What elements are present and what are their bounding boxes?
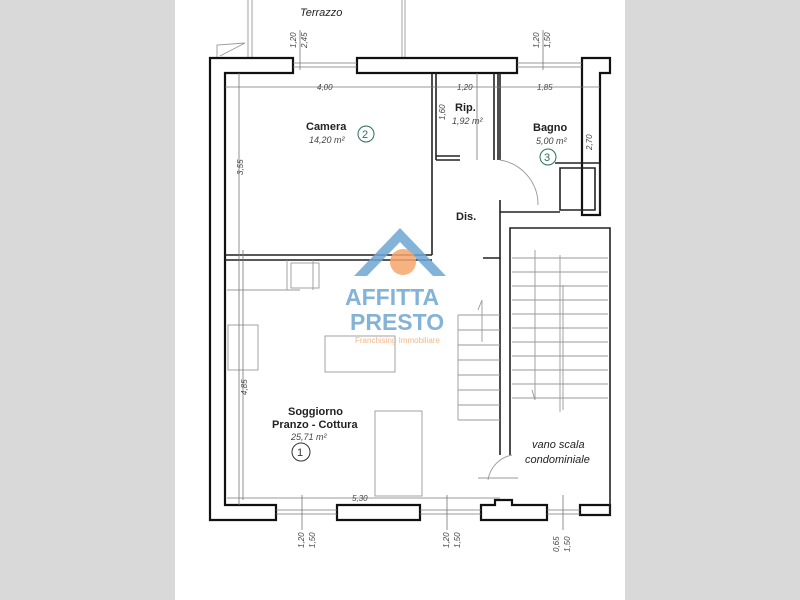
window-5-width: 0,65 <box>552 536 561 552</box>
window-5-height: 1,50 <box>563 536 572 552</box>
room-soggiorno: Soggiorno Pranzo - Cottura 25,71 m² 1 <box>272 406 358 462</box>
exterior-walls <box>208 56 612 522</box>
room-number: 2 <box>362 129 368 141</box>
room-number-badge <box>291 442 311 462</box>
affittapresto-watermark: AFFITTA PRESTO Franchising Immobiliare <box>345 228 446 345</box>
room-name-2: Pranzo - Cottura <box>272 419 358 431</box>
pin-logo-icon <box>390 249 416 275</box>
brand-tagline: Franchising Immobiliare <box>355 336 440 345</box>
room-area: 25,71 m² <box>290 432 328 442</box>
window-2-width: 1,20 <box>532 32 541 48</box>
room-camera: Camera 14,20 m² 2 <box>306 121 375 145</box>
room-disimpegno: Dis. <box>456 211 476 223</box>
dim-camera-depth: 3,55 <box>236 159 245 175</box>
terrace: Terrazzo <box>216 0 406 58</box>
terrace-label: Terrazzo <box>300 7 342 19</box>
dim-soggiorno-depth: 4,85 <box>240 379 249 395</box>
room-name: Soggiorno <box>288 406 343 418</box>
dim-rip-width: 1,20 <box>457 83 473 92</box>
room-number: 1 <box>297 447 303 459</box>
room-name: Camera <box>306 121 347 133</box>
dimension-lines <box>225 30 600 530</box>
room-number-badge <box>539 148 557 166</box>
room-number: 3 <box>544 152 550 164</box>
window-3-width: 1,20 <box>297 532 306 548</box>
window-3-height: 1,50 <box>308 532 317 548</box>
dim-bagno-width: 1,85 <box>537 83 553 92</box>
brand-line-2: PRESTO <box>350 309 444 335</box>
dim-soggiorno-width: 5,30 <box>352 494 368 503</box>
stairwell: vano scala condominiale <box>525 439 590 466</box>
window-4-height: 1,50 <box>453 532 462 548</box>
window-1-height: 2,45 <box>300 32 309 49</box>
room-bagno: Bagno 5,00 m² 3 <box>533 122 568 166</box>
dim-camera-width: 4,00 <box>317 83 333 92</box>
room-name: Dis. <box>456 211 476 223</box>
windows <box>276 62 582 515</box>
window-1-width: 1,20 <box>289 32 298 48</box>
room-ripostiglio: Rip. 1,92 m² <box>452 102 484 126</box>
stairwell-label-1: vano scala <box>532 439 585 451</box>
window-2-height: 1,50 <box>543 32 552 48</box>
room-area: 5,00 m² <box>536 136 568 146</box>
room-name: Bagno <box>533 122 568 134</box>
roof-logo-icon <box>354 228 446 276</box>
dimension-labels: 4,00 1,20 1,85 3,55 4,85 1,60 2,70 5,30 … <box>236 32 594 552</box>
stairwell-label-2: condominiale <box>525 454 590 466</box>
brand-line-1: AFFITTA <box>345 284 439 310</box>
dim-bagno-depth: 2,70 <box>585 134 594 151</box>
room-name: Rip. <box>455 102 476 114</box>
dim-rip-depth: 1,60 <box>438 104 447 120</box>
room-area: 14,20 m² <box>309 135 346 145</box>
window-4-width: 1,20 <box>442 532 451 548</box>
room-area: 1,92 m² <box>452 116 484 126</box>
room-number-badge <box>357 125 375 143</box>
